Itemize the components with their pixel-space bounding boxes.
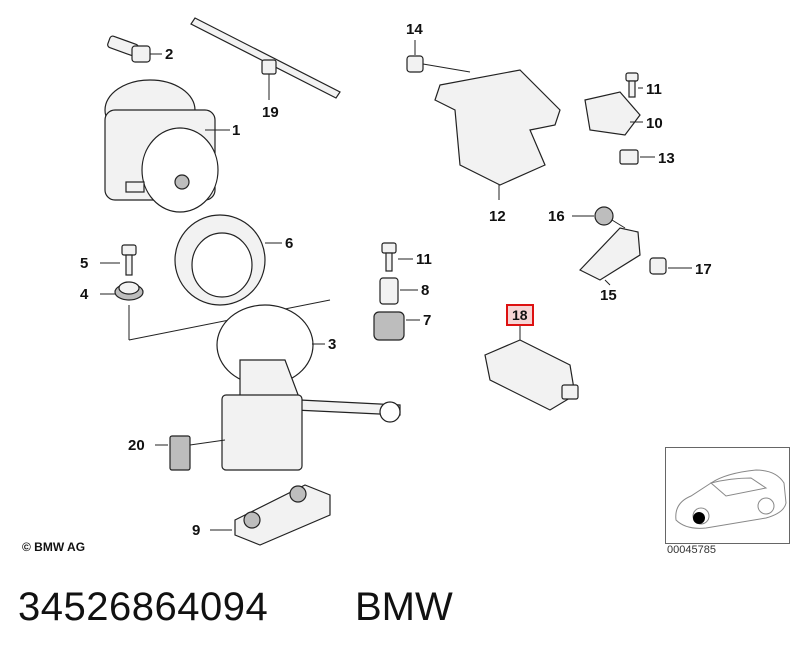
car-outline-image bbox=[675, 469, 787, 529]
callout-1: 1 bbox=[232, 122, 240, 139]
callout-8: 8 bbox=[421, 282, 429, 299]
car-location-inset bbox=[665, 447, 790, 544]
location-marker-icon bbox=[693, 512, 705, 524]
part-9-mount-plate bbox=[210, 484, 331, 546]
highlight-box-18 bbox=[506, 304, 534, 326]
part-11-bolt-center bbox=[381, 242, 413, 272]
callout-13: 13 bbox=[658, 150, 675, 167]
parts-exploded-diagram: 2 1 19 6 5 4 bbox=[80, 17, 712, 546]
part-13-clip-nut bbox=[619, 149, 655, 165]
part-14-screw bbox=[406, 40, 471, 73]
part-12-bracket bbox=[434, 69, 561, 200]
callout-19: 19 bbox=[262, 104, 279, 121]
part-4-grommet bbox=[100, 281, 331, 341]
callout-20: 20 bbox=[128, 437, 145, 454]
callout-12: 12 bbox=[489, 208, 506, 225]
part-7-rubber-mount bbox=[373, 311, 420, 341]
brand-name: BMW bbox=[355, 585, 453, 629]
callout-6: 6 bbox=[285, 235, 293, 252]
callout-7: 7 bbox=[423, 312, 431, 329]
part-20-clip bbox=[155, 435, 226, 471]
callout-16: 16 bbox=[548, 208, 565, 225]
callout-15: 15 bbox=[600, 287, 617, 304]
callout-5: 5 bbox=[80, 255, 88, 272]
part-8-sleeve bbox=[379, 277, 418, 305]
callout-11-center: 11 bbox=[416, 251, 432, 268]
inset-code: 00045785 bbox=[667, 544, 716, 556]
part-3-bracket bbox=[216, 304, 401, 471]
part-2-fitting bbox=[107, 35, 162, 63]
callout-11-right: 11 bbox=[646, 81, 662, 98]
callout-10: 10 bbox=[646, 115, 663, 132]
callout-9: 9 bbox=[192, 522, 200, 539]
part-19-strap bbox=[190, 17, 341, 100]
callout-17: 17 bbox=[695, 261, 712, 278]
part-15-bracket-plate bbox=[579, 227, 641, 286]
callout-3: 3 bbox=[328, 336, 336, 353]
part-6-gear-ring bbox=[174, 214, 282, 306]
callout-14: 14 bbox=[406, 21, 423, 38]
part-10-sensor bbox=[584, 91, 643, 136]
part-18-control-unit bbox=[484, 325, 579, 411]
callout-18: 18 bbox=[512, 307, 528, 323]
part-16-grommet bbox=[572, 206, 626, 229]
part-number: 34526864094 bbox=[18, 585, 269, 629]
callout-2: 2 bbox=[165, 46, 173, 63]
callout-4: 4 bbox=[80, 286, 89, 303]
part-11-bolt-right bbox=[625, 72, 643, 98]
copyright-text: © BMW AG bbox=[22, 540, 86, 554]
part-5-bolt bbox=[100, 244, 137, 276]
part-17-screw bbox=[649, 257, 692, 275]
part-1-pump-motor bbox=[104, 79, 230, 213]
